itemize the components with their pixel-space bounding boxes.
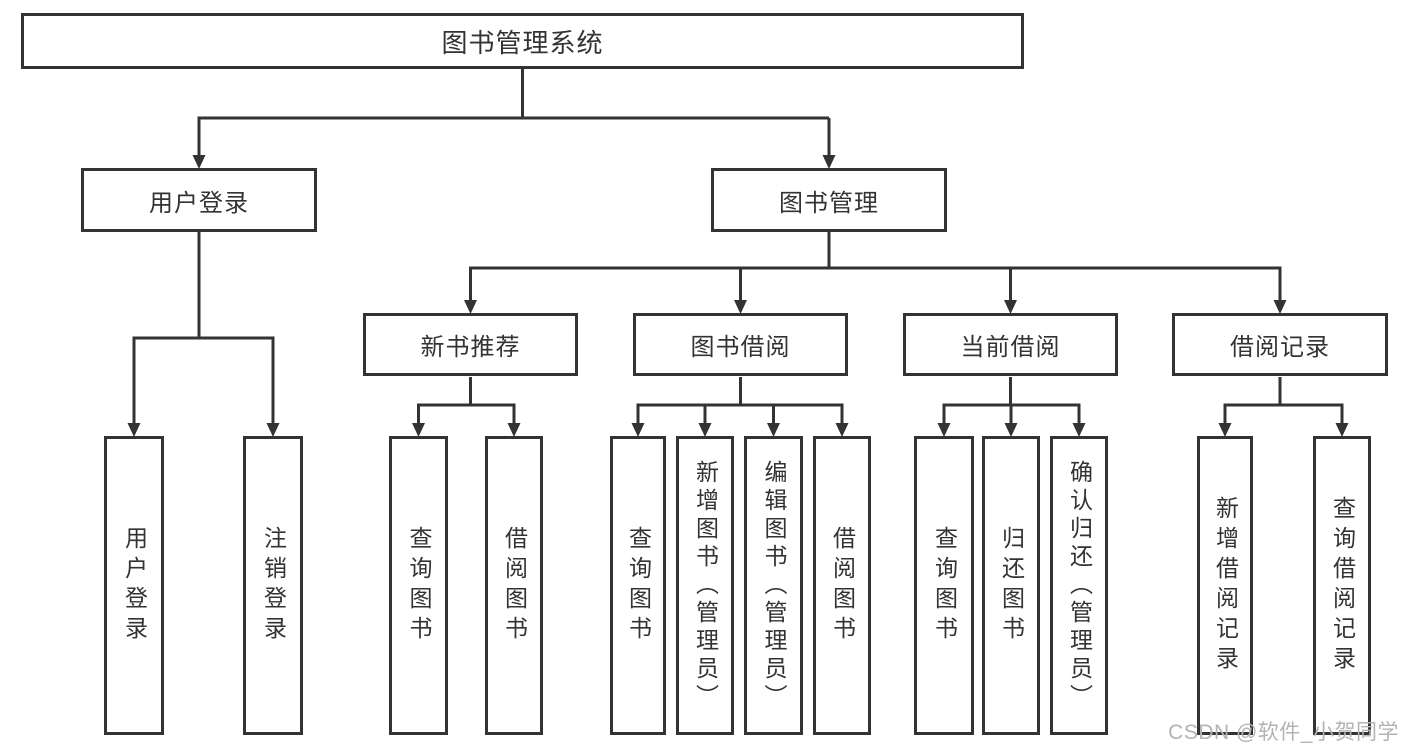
node-leaf-query-books-recommend: 查询图书 (389, 436, 448, 735)
node-book-borrow: 图书借阅 (633, 313, 848, 376)
node-leaf-add-book-admin-label: 新增图书（管理员） (692, 459, 719, 712)
node-book-borrow-label: 图书借阅 (690, 334, 791, 361)
node-leaf-confirm-return-admin-label: 确认归还（管理员） (1066, 459, 1093, 712)
node-leaf-add-borrow-record-label: 新增借阅记录 (1212, 495, 1239, 676)
node-leaf-add-book-admin: 新增图书（管理员） (676, 436, 734, 735)
node-leaf-edit-book-admin-label: 编辑图书（管理员） (761, 459, 787, 712)
node-leaf-confirm-return-admin: 确认归还（管理员） (1050, 436, 1108, 735)
node-leaf-user-login-label: 用户登录 (121, 525, 148, 646)
node-leaf-borrow-books-label: 借阅图书 (829, 525, 856, 646)
node-leaf-logout-label: 注销登录 (260, 525, 287, 646)
node-leaf-return-book: 归还图书 (982, 436, 1040, 735)
node-leaf-borrow-books: 借阅图书 (813, 436, 871, 735)
node-new-book-recommend: 新书推荐 (363, 313, 578, 376)
node-leaf-logout: 注销登录 (243, 436, 303, 735)
node-leaf-query-borrow-record-label: 查询借阅记录 (1329, 495, 1356, 676)
node-current-borrow-label: 当前借阅 (960, 334, 1061, 361)
node-leaf-query-borrow-record: 查询借阅记录 (1313, 436, 1371, 735)
node-leaf-query-books-current: 查询图书 (914, 436, 974, 735)
node-leaf-query-books-current-label: 查询图书 (931, 525, 958, 646)
csdn-watermark: CSDN @软件_小贺同学 (1168, 721, 1399, 744)
node-leaf-query-books-recommend-label: 查询图书 (406, 525, 432, 646)
node-leaf-query-books-borrow: 查询图书 (610, 436, 666, 735)
node-leaf-return-book-label: 归还图书 (998, 525, 1025, 646)
node-leaf-add-borrow-record: 新增借阅记录 (1197, 436, 1253, 735)
node-user-login: 用户登录 (81, 168, 317, 232)
node-leaf-user-login: 用户登录 (104, 436, 164, 735)
node-borrow-records: 借阅记录 (1172, 313, 1388, 376)
node-book-management: 图书管理 (711, 168, 947, 232)
node-leaf-borrow-books-recommend: 借阅图书 (485, 436, 543, 735)
node-user-login-label: 用户登录 (149, 189, 249, 217)
node-leaf-borrow-books-recommend-label: 借阅图书 (501, 525, 528, 646)
node-leaf-query-books-borrow-label: 查询图书 (625, 525, 652, 646)
node-new-book-recommend-label: 新书推荐 (420, 334, 521, 361)
node-borrow-records-label: 借阅记录 (1230, 334, 1330, 361)
node-leaf-edit-book-admin: 编辑图书（管理员） (744, 436, 803, 735)
node-book-management-label: 图书管理 (779, 189, 879, 217)
node-library-system-label: 图书管理系统 (441, 27, 604, 58)
node-library-system: 图书管理系统 (21, 13, 1024, 69)
node-current-borrow: 当前借阅 (903, 313, 1118, 376)
